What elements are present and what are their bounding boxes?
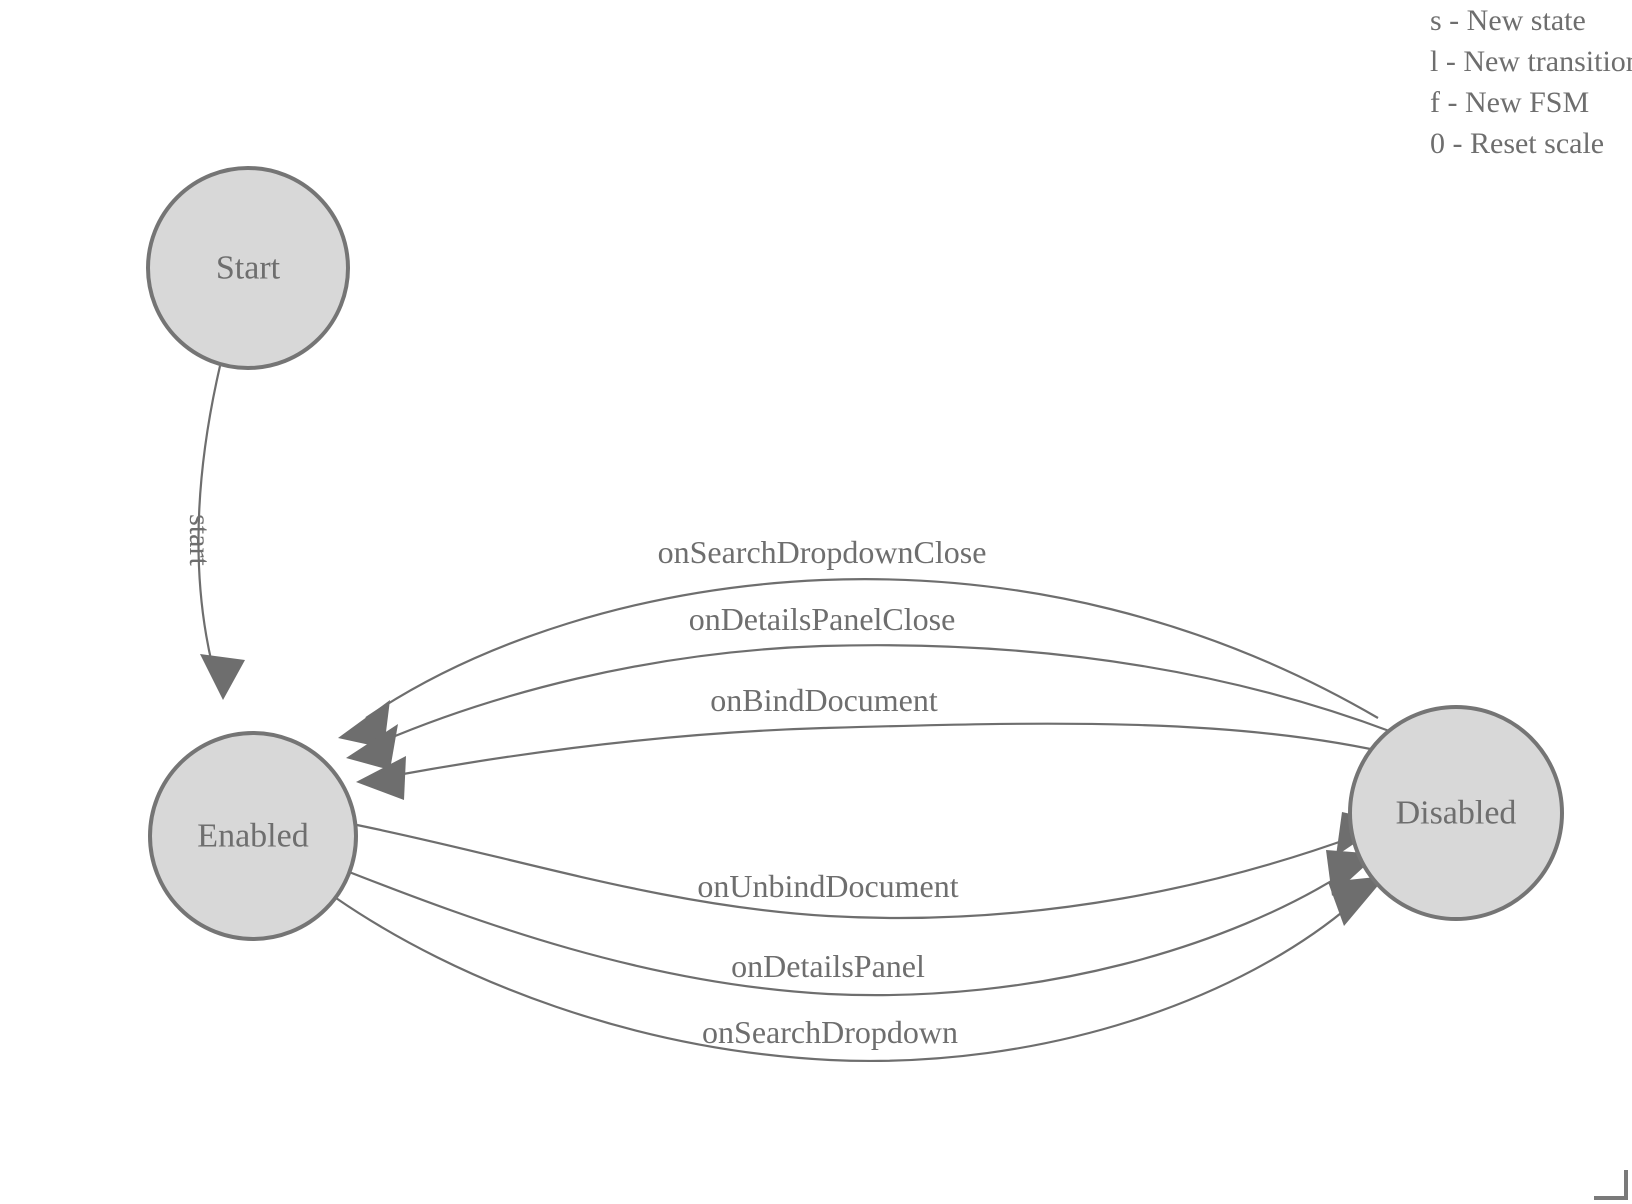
state-node-enabled-circle[interactable] xyxy=(148,731,358,941)
edge-start-to-enabled-path xyxy=(197,365,222,665)
edge-bind-document-arrowhead xyxy=(356,756,406,800)
keyboard-shortcuts-overlay: s - New state l - New transition f - New… xyxy=(1430,0,1632,164)
shortcut-reset-scale: 0 - Reset scale xyxy=(1430,127,1605,160)
state-node-disabled[interactable]: Disabled xyxy=(1348,705,1564,921)
edge-start-to-enabled-arrowhead xyxy=(200,654,245,700)
edge-start-to-enabled[interactable]: start xyxy=(183,365,245,700)
state-node-disabled-circle[interactable] xyxy=(1348,705,1564,921)
shortcut-new-transition: l - New transition xyxy=(1430,45,1632,78)
edge-search-dropdown[interactable]: onSearchDropdown xyxy=(335,876,1386,1062)
edge-details-panel-close-path xyxy=(375,644,1393,746)
edge-search-dropdown-close-arrowhead xyxy=(338,700,390,748)
resize-handle[interactable] xyxy=(1594,1170,1632,1204)
edge-bind-document-label: onBindDocument xyxy=(710,682,938,718)
edge-search-dropdown-close-path xyxy=(365,578,1379,719)
resize-handle-horizontal-bar xyxy=(1594,1196,1628,1200)
edge-search-dropdown-arrowhead xyxy=(1328,876,1386,926)
edge-bind-document[interactable]: onBindDocument xyxy=(356,682,1403,800)
edge-details-panel-label: onDetailsPanel xyxy=(731,948,925,984)
edge-details-panel[interactable]: onDetailsPanel xyxy=(343,850,1378,997)
resize-handle-vertical-bar xyxy=(1624,1170,1628,1200)
edge-unbind-document-label: onUnbindDocument xyxy=(697,868,958,904)
state-node-start-label: Start xyxy=(216,250,281,287)
state-node-disabled-label: Disabled xyxy=(1396,795,1517,832)
edge-search-dropdown-close-label: onSearchDropdownClose xyxy=(658,534,987,570)
shortcut-new-fsm: f - New FSM xyxy=(1430,86,1590,119)
edge-start-to-enabled-label: start xyxy=(183,514,216,566)
edge-details-panel-close-label: onDetailsPanelClose xyxy=(689,601,956,637)
edge-search-dropdown-close[interactable]: onSearchDropdownClose xyxy=(338,534,1379,748)
state-node-start-circle[interactable] xyxy=(146,166,350,370)
state-node-start[interactable]: Start xyxy=(146,166,350,370)
edge-details-panel-close[interactable]: onDetailsPanelClose xyxy=(346,601,1393,770)
edge-search-dropdown-path xyxy=(335,897,1353,1062)
edge-unbind-document[interactable]: onUnbindDocument xyxy=(351,812,1386,920)
shortcut-new-state: s - New state xyxy=(1430,4,1586,37)
state-node-enabled-label: Enabled xyxy=(197,818,308,855)
state-node-enabled[interactable]: Enabled xyxy=(148,731,358,941)
edge-unbind-document-path xyxy=(351,822,1357,920)
edge-details-panel-close-arrowhead xyxy=(346,724,398,770)
edge-bind-document-path xyxy=(391,722,1403,778)
edge-details-panel-path xyxy=(343,868,1347,997)
edge-search-dropdown-label: onSearchDropdown xyxy=(702,1014,958,1050)
